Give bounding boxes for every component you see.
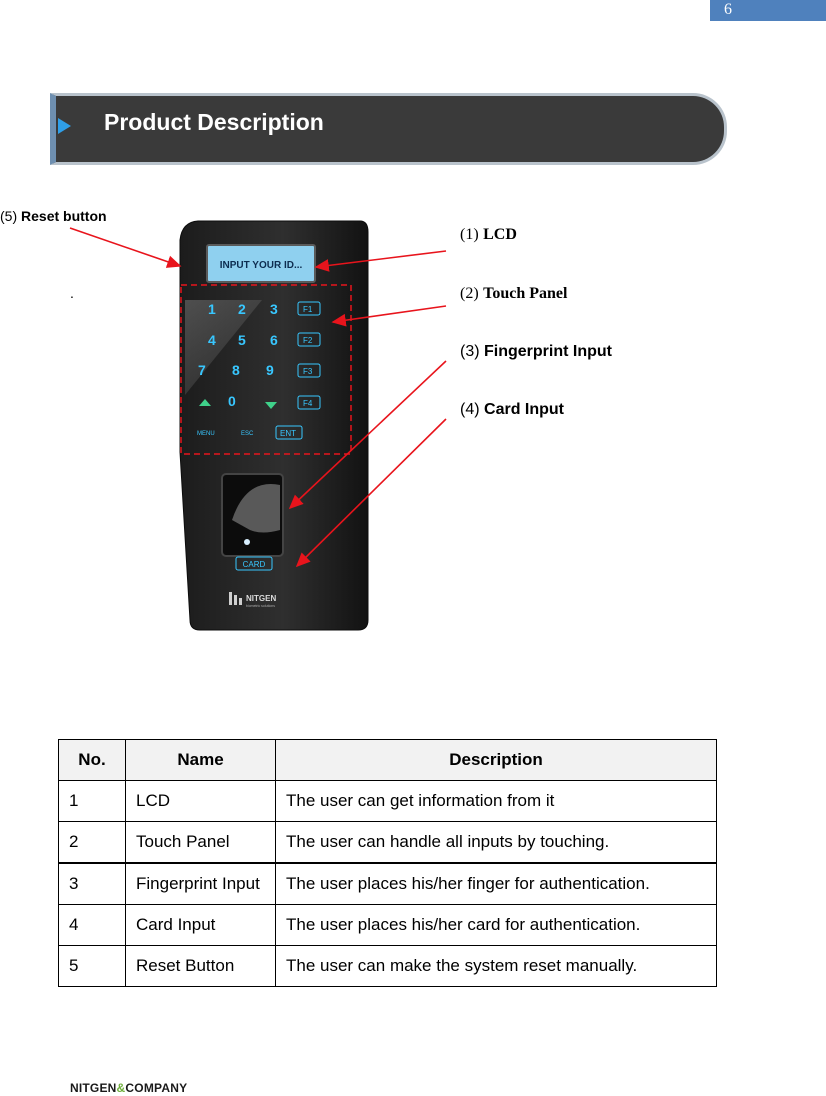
- cell-description: The user can handle all inputs by touchi…: [275, 821, 717, 864]
- touch-panel-callout: (2) Touch Panel: [460, 285, 567, 303]
- card-label: CARD: [243, 560, 266, 569]
- table-header-row: No. Name Description: [58, 739, 717, 781]
- footer-logo-amp: &: [116, 1081, 126, 1095]
- table-row: 5 Reset Button The user can make the sys…: [58, 945, 717, 987]
- key-9: 9: [266, 362, 274, 378]
- key-0: 0: [228, 393, 236, 409]
- cell-no: 2: [58, 821, 126, 864]
- key-f1: F1: [303, 305, 313, 314]
- cell-no: 4: [58, 904, 126, 946]
- cell-name: LCD: [125, 780, 276, 822]
- table-row: 3 Fingerprint Input The user places his/…: [58, 862, 717, 905]
- cell-description: The user places his/her card for authent…: [275, 904, 717, 946]
- lcd-arrow: [314, 250, 447, 272]
- header-name: Name: [125, 739, 276, 781]
- key-1: 1: [208, 301, 216, 317]
- down-arrow-icon: [265, 402, 277, 409]
- cell-no: 1: [58, 780, 126, 822]
- fingerprint-callout-number: (3): [460, 343, 480, 360]
- key-esc: ESC: [241, 431, 254, 437]
- cell-description: The user can get information from it: [275, 780, 717, 822]
- cell-name: Card Input: [125, 904, 276, 946]
- key-6: 6: [270, 332, 278, 348]
- lcd-callout-number: (1): [460, 226, 479, 243]
- key-7: 7: [198, 362, 206, 378]
- touch-panel-callout-number: (2): [460, 285, 479, 302]
- reset-arrow: [69, 227, 182, 268]
- page-number-tab: 6: [710, 0, 826, 21]
- lcd-callout: (1) LCD: [460, 226, 517, 244]
- header-description: Description: [275, 739, 717, 781]
- fingerprint-arrow: [288, 360, 447, 510]
- reset-callout-label: Reset button: [21, 208, 107, 224]
- table-row: 4 Card Input The user places his/her car…: [58, 904, 717, 946]
- touch-panel-arrow: [331, 305, 447, 327]
- header-no: No.: [58, 739, 126, 781]
- key-f3: F3: [303, 367, 313, 376]
- card-input-callout-label: Card Input: [484, 401, 565, 418]
- cell-no: 5: [58, 945, 126, 987]
- reset-button-callout: (5) Reset button: [0, 208, 107, 224]
- cell-name: Fingerprint Input: [125, 862, 276, 905]
- device-brand-sub: biometric solutions: [246, 604, 275, 608]
- lcd-text: INPUT YOUR ID...: [220, 260, 303, 271]
- table-row: 2 Touch Panel The user can handle all in…: [58, 821, 717, 864]
- component-table: No. Name Description 1 LCD The user can …: [58, 739, 717, 987]
- key-3: 3: [270, 301, 278, 317]
- cell-description: The user can make the system reset manua…: [275, 945, 717, 987]
- footer-logo: NITGEN&COMPANY: [70, 1081, 187, 1095]
- banner-arrow-icon: [58, 118, 71, 134]
- lcd-callout-label: LCD: [483, 226, 517, 243]
- footer-logo-right: COMPANY: [125, 1081, 188, 1095]
- touch-panel-callout-label: Touch Panel: [483, 285, 568, 302]
- device-sheen: [185, 300, 262, 395]
- device-illustration: INPUT YOUR ID... 1 2 3 4 5 6 7 8 9 0 F1 …: [69, 220, 447, 631]
- reset-callout-number: (5): [0, 208, 18, 224]
- fingerprint-callout: (3) Fingerprint Input: [460, 343, 612, 361]
- key-5: 5: [238, 332, 246, 348]
- table-row: 1 LCD The user can get information from …: [58, 780, 717, 822]
- section-title: Product Description: [104, 109, 324, 135]
- cell-name: Touch Panel: [125, 821, 276, 864]
- device-brand: NITGEN: [246, 594, 276, 603]
- touch-panel-outline: [180, 284, 352, 455]
- footer-logo-left: NITGEN: [70, 1081, 117, 1095]
- section-banner: Product Description: [50, 93, 727, 165]
- card-reader-label: [235, 556, 273, 571]
- cell-no: 3: [58, 862, 126, 905]
- fingerprint-callout-label: Fingerprint Input: [484, 343, 612, 360]
- page-number: 6: [724, 1, 732, 18]
- key-menu: MENU: [197, 431, 215, 437]
- key-ent: ENT: [280, 429, 296, 438]
- key-2: 2: [238, 301, 246, 317]
- card-input-callout-number: (4): [460, 401, 480, 418]
- key-8: 8: [232, 362, 240, 378]
- key-f4: F4: [303, 399, 313, 408]
- card-input-arrow: [295, 418, 447, 568]
- card-input-callout: (4) Card Input: [460, 401, 564, 419]
- cell-description: The user places his/her finger for authe…: [275, 862, 717, 905]
- key-f2: F2: [303, 336, 313, 345]
- cell-name: Reset Button: [125, 945, 276, 987]
- up-arrow-icon: [199, 399, 211, 406]
- key-4: 4: [208, 332, 216, 348]
- nitgen-logo-icon: [229, 592, 242, 605]
- stray-dot: .: [70, 285, 74, 301]
